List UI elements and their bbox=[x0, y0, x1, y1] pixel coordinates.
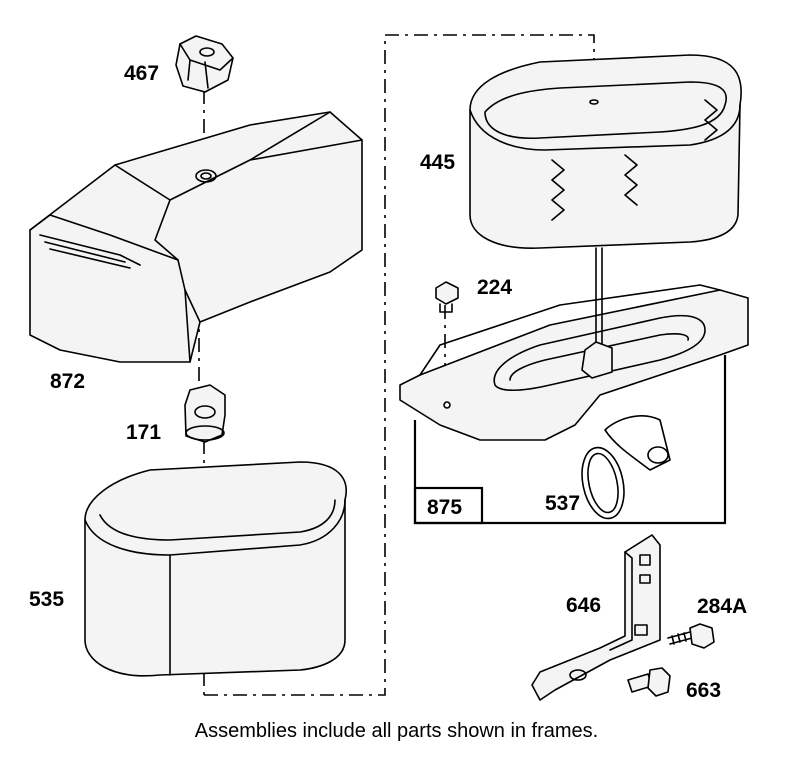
screw-284a bbox=[667, 623, 715, 649]
label-445: 445 bbox=[420, 151, 456, 174]
label-224: 224 bbox=[477, 276, 513, 299]
prefilter-535 bbox=[84, 461, 347, 677]
knob-467 bbox=[175, 35, 234, 93]
oring-537 bbox=[581, 446, 625, 520]
cover-872 bbox=[29, 111, 363, 363]
bracket-646 bbox=[531, 534, 661, 701]
label-663: 663 bbox=[686, 679, 722, 702]
label-467: 467 bbox=[124, 62, 160, 85]
label-284a: 284A bbox=[697, 595, 748, 618]
grommet-171 bbox=[184, 384, 226, 443]
assembly-frame bbox=[413, 355, 727, 525]
screw-224 bbox=[435, 281, 459, 313]
label-646: 646 bbox=[566, 594, 602, 617]
footer-caption: Assemblies include all parts shown in fr… bbox=[194, 720, 599, 742]
label-535: 535 bbox=[29, 588, 65, 611]
filter-445 bbox=[469, 54, 742, 249]
label-875: 875 bbox=[427, 496, 463, 519]
base-875 bbox=[399, 247, 749, 471]
bolt-663 bbox=[627, 667, 671, 697]
label-171: 171 bbox=[126, 421, 162, 444]
label-872: 872 bbox=[50, 370, 86, 393]
label-537: 537 bbox=[545, 492, 581, 515]
